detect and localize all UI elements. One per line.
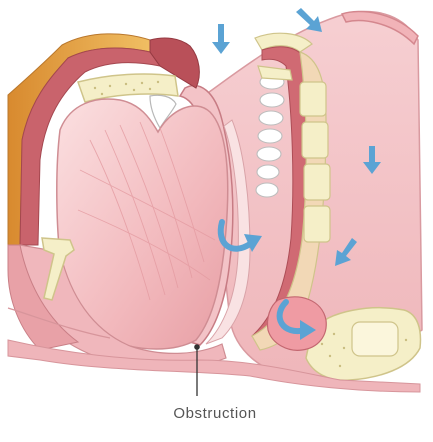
lower-spine-disc: [352, 322, 398, 356]
lower-pharynx-bulge: [267, 297, 326, 350]
obstruction-label: Obstruction: [173, 405, 256, 422]
airflow-arrow-diagonal: [296, 8, 322, 32]
airflow-arrow-down-1: [212, 24, 230, 54]
